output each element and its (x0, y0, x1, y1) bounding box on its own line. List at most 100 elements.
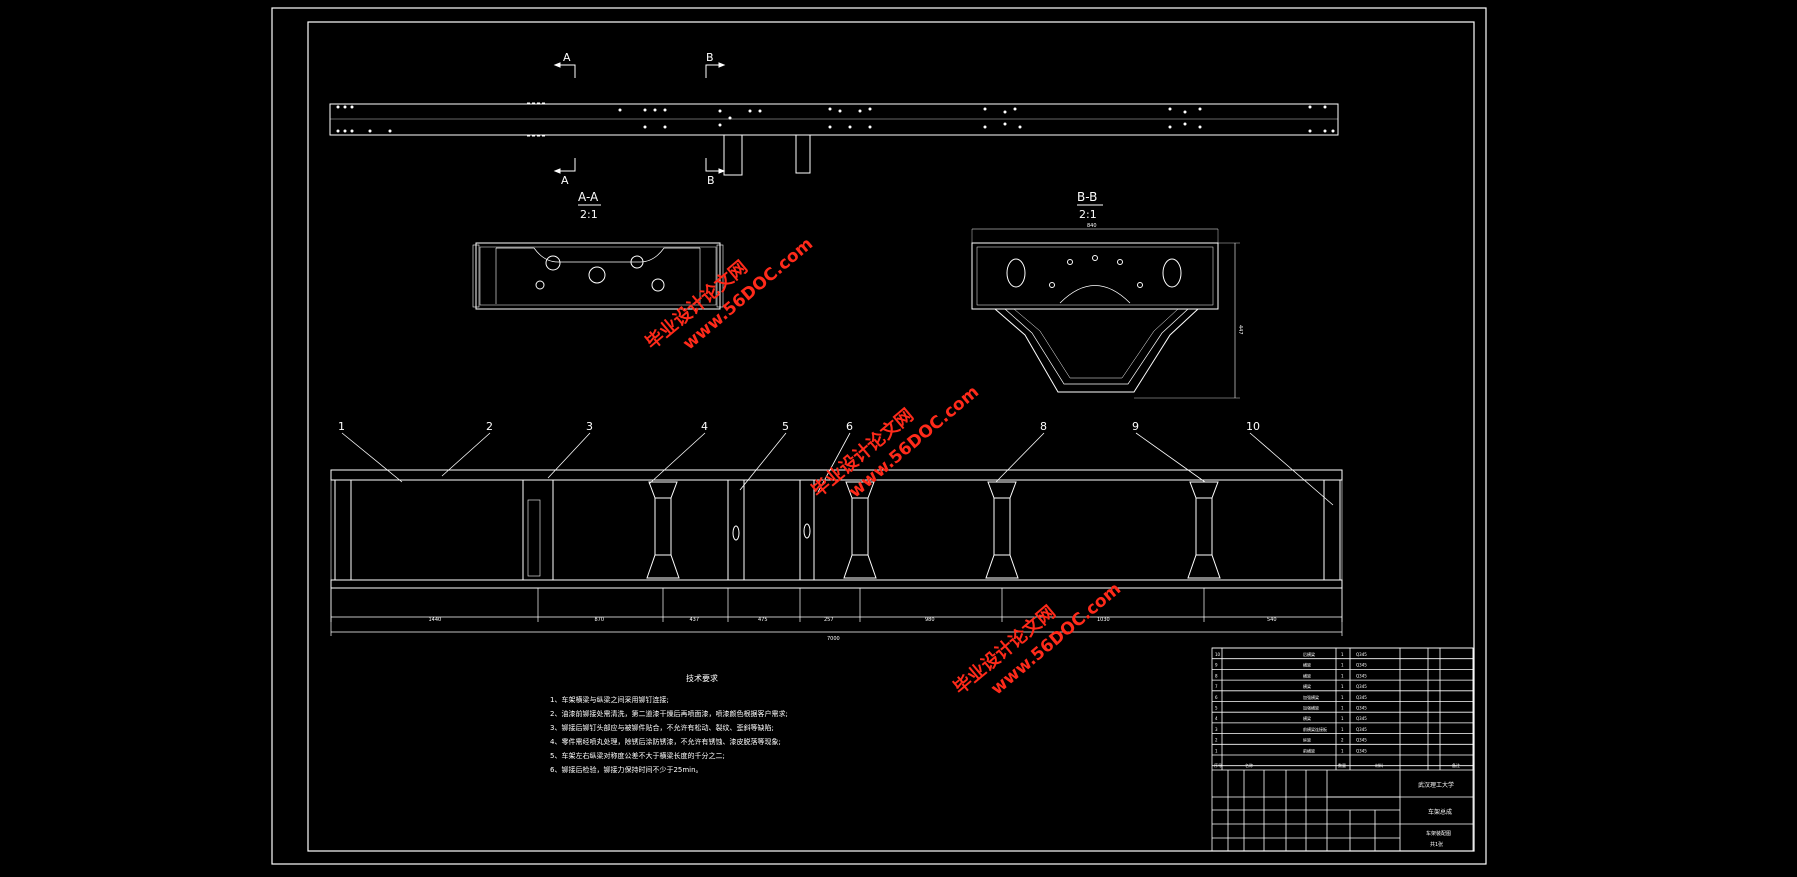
leader-line (648, 432, 706, 485)
dimension-value: 870 (595, 617, 605, 623)
bolt-hole (350, 129, 354, 133)
tech-req-item: 1、车架横梁与纵梁之间采用铆钉连接; (550, 695, 669, 704)
bolt-hole (983, 107, 987, 111)
bom-material: Q345 (1356, 706, 1367, 711)
bolt-hole (1168, 125, 1172, 129)
bom-material: Q345 (1356, 748, 1367, 753)
section-bb-height-dim: 447 (1237, 325, 1243, 335)
bom-material: Q345 (1356, 652, 1367, 657)
bom-name: 横梁 (1303, 715, 1311, 721)
bom-qty: 1 (1341, 684, 1344, 689)
cross-member-post (646, 481, 680, 579)
bom-qty: 1 (1341, 706, 1344, 711)
bolt-hole (718, 123, 722, 127)
bom-no: 1 (1215, 748, 1218, 753)
bolt-hole (1323, 105, 1327, 109)
dimension-value: 437 (690, 617, 700, 623)
tech-req-item: 6、铆接后检验，铆接力保持时间不少于25min。 (550, 765, 703, 774)
bolt-hole (1018, 125, 1022, 129)
bom-no: 9 (1215, 663, 1218, 668)
bolt-hole (663, 108, 667, 112)
bom-qty: 1 (1341, 716, 1344, 721)
bolt-hole (1168, 107, 1172, 111)
bolt-hole (718, 109, 722, 113)
section-bb-title: B-B (1077, 190, 1097, 204)
part-balloon: 3 (586, 420, 593, 433)
bom-name: 后横梁 (1303, 651, 1315, 657)
bolt-hole (828, 107, 832, 111)
section-bb-width-dim: 840 (1087, 223, 1097, 229)
tech-req-item: 5、车架左右纵梁对称度公差不大于横梁长度的千分之二; (550, 751, 725, 760)
tech-req-item: 4、零件需经喷丸处理，除锈后涂防锈漆，不允许有锈蚀、漆皮脱落等现象; (550, 737, 781, 746)
tech-req-title: 技术要求 (686, 673, 718, 683)
leader-line (995, 432, 1045, 483)
bolt-hole (343, 105, 347, 109)
bolt-hole (343, 129, 347, 133)
bom-qty: 1 (1341, 748, 1344, 753)
bom-name: 纵梁 (1303, 737, 1311, 743)
bolt-hole (643, 108, 647, 112)
bolt-hole (828, 125, 832, 129)
bom-name: 前横梁连接板 (1303, 726, 1327, 732)
section-b-label-bottom: B (707, 174, 715, 187)
leader-line (441, 432, 491, 477)
part-balloon: 5 (782, 420, 789, 433)
leader-line (547, 432, 591, 479)
title-block-school: 武汉理工大学 (1418, 781, 1454, 789)
bom-name: 横梁 (1303, 683, 1311, 689)
section-bb-view (971, 228, 1240, 399)
bom-no: 5 (1215, 706, 1218, 711)
title-block (1211, 647, 1474, 852)
bolt-hole (748, 109, 752, 113)
leader-line (817, 432, 851, 493)
dimension-value: 257 (824, 617, 834, 623)
tech-req-list: 1、车架横梁与纵梁之间采用铆钉连接; 2、油漆前铆接处需清洗，第二道漆干燥后再喷面… (550, 695, 788, 774)
part-balloon: 1 (338, 420, 345, 433)
bolt-hole (838, 109, 842, 113)
bolt-hole (1308, 129, 1312, 133)
bom-qty: 1 (1341, 652, 1344, 657)
bom-no: 7 (1215, 684, 1218, 689)
part-balloon: 10 (1246, 420, 1260, 433)
bom-header-qty: 数量 (1338, 762, 1346, 768)
bolt-hole (868, 125, 872, 129)
tech-req-item: 2、油漆前铆接处需清洗，第二道漆干燥后再喷面漆，喷漆颜色根据客户需求; (550, 709, 788, 718)
inner-frame (307, 21, 1475, 852)
bolt-hole (1198, 125, 1202, 129)
bom-header-name: 名称 (1245, 762, 1253, 768)
bom-material: Q345 (1356, 663, 1367, 668)
tech-req-item: 3、铆接后铆钉头部应与被铆件贴合，不允许有松动、裂纹、歪斜等缺陷; (550, 723, 774, 732)
title-block-drawing-no: 车架装配图 (1426, 830, 1451, 837)
bom-material: Q345 (1356, 684, 1367, 689)
bom-no: 2 (1215, 738, 1218, 743)
overall-dimension: 7000 (827, 636, 840, 642)
watermark-3: 毕业设计论文网 www.56DOC.com (949, 579, 1125, 699)
bom-qty: 2 (1341, 738, 1344, 743)
bom-header-material: 材料 (1375, 762, 1383, 768)
bom-name: 加强横梁 (1303, 694, 1319, 700)
bolt-hole (858, 109, 862, 113)
bom-header-note: 备注 (1452, 762, 1460, 768)
cross-member-post (985, 481, 1019, 579)
section-aa-title: A-A (578, 190, 599, 204)
section-aa-view (472, 242, 724, 310)
bom-no: 6 (1215, 695, 1218, 700)
bolt-hole (1183, 110, 1187, 114)
section-marker-b (705, 62, 726, 174)
bolt-hole (336, 105, 340, 109)
section-a-label-top: A (563, 51, 571, 64)
watermark-1: 毕业设计论文网 www.56DOC.com (641, 234, 817, 354)
bolt-hole (848, 125, 852, 129)
title-block-sheet: 共1张 (1430, 841, 1443, 848)
bolt-hole (1198, 107, 1202, 111)
bolt-hole (1323, 129, 1327, 133)
part-balloon: 9 (1132, 420, 1139, 433)
bom-no: 10 (1215, 652, 1221, 657)
bolt-hole (336, 129, 340, 133)
title-block-drawing-name: 车架总成 (1428, 808, 1452, 816)
dimension-value: 475 (758, 617, 768, 623)
bom-qty: 1 (1341, 727, 1344, 732)
bolt-hole (983, 125, 987, 129)
